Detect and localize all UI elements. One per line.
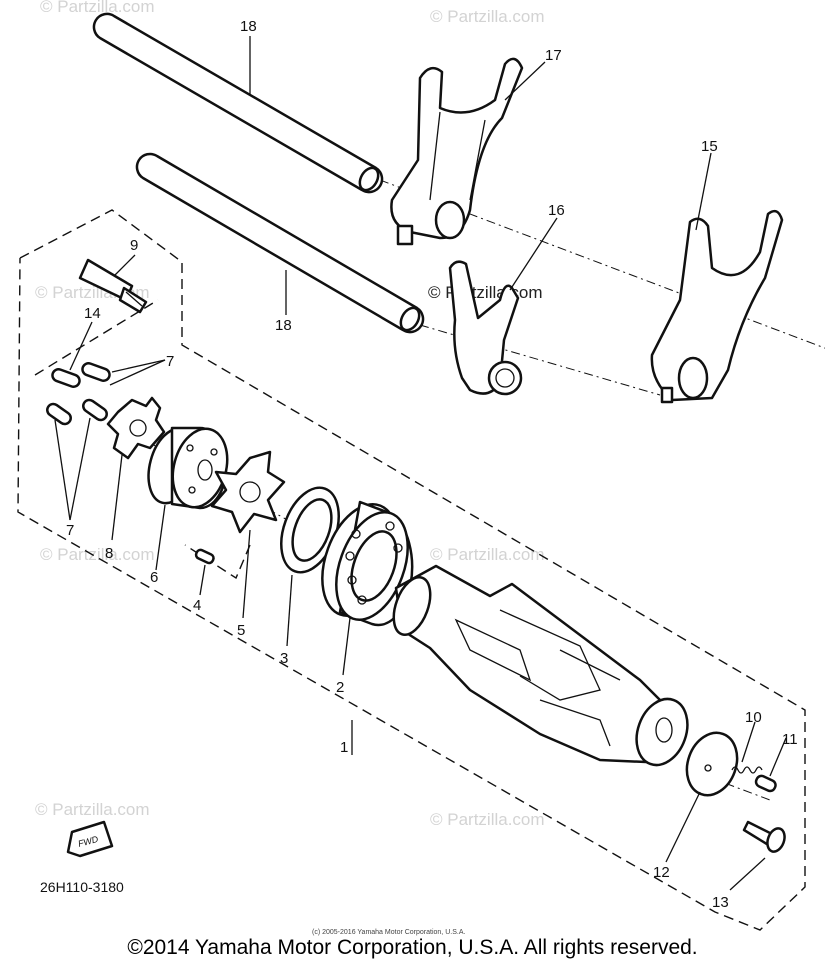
footer-copyright: ©2014 Yamaha Motor Corporation, U.S.A. A… — [127, 936, 698, 959]
callout-3: 3 — [280, 650, 288, 667]
callouts: 1 2 3 4 5 6 7 7 7 8 9 10 11 12 13 14 15 … — [66, 18, 798, 911]
callout-5: 5 — [237, 622, 245, 639]
shift-fork-15 — [650, 209, 784, 404]
watermark: © Partzilla.com — [430, 810, 545, 829]
callout-2: 2 — [336, 679, 344, 696]
guide-bar-lower — [135, 152, 425, 334]
shift-cam-drum-1 — [392, 564, 689, 767]
ring-3 — [280, 486, 340, 574]
spring-10 — [731, 766, 763, 774]
watermark: © Partzilla.com — [430, 545, 545, 564]
shift-fork-17 — [390, 57, 524, 246]
sub-boundary — [34, 299, 159, 376]
callout-11: 11 — [782, 731, 798, 748]
plate-12 — [685, 731, 739, 797]
callout-8: 8 — [105, 545, 113, 562]
callout-18: 18 — [240, 18, 257, 35]
watermark: © Partzilla.com — [35, 800, 150, 819]
callout-6: 6 — [150, 569, 158, 586]
callout-13: 13 — [712, 894, 729, 911]
callout-1: 1 — [340, 739, 348, 756]
diagram-code: 26H110-3180 — [40, 879, 124, 895]
shift-cam-hub-6 — [147, 426, 229, 510]
callout-4: 4 — [193, 597, 201, 614]
callout-18: 18 — [275, 317, 292, 334]
callout-15: 15 — [701, 138, 718, 155]
small-copyright: (c) 2005-2016 Yamaha Motor Corporation, … — [312, 929, 465, 936]
callout-16: 16 — [548, 202, 565, 219]
pin-11 — [754, 774, 777, 793]
callout-9: 9 — [130, 237, 138, 254]
bearing-2 — [321, 500, 414, 627]
watermark: © Partzilla.com — [428, 283, 543, 302]
callout-7: 7 — [166, 353, 174, 370]
bolt-9 — [78, 258, 148, 314]
dowel-pins — [46, 362, 111, 426]
sub-boundary — [184, 544, 251, 580]
callout-12: 12 — [653, 864, 670, 881]
callout-17: 17 — [545, 47, 562, 64]
pin-4 — [194, 548, 215, 565]
watermark: © Partzilla.com — [40, 545, 155, 564]
segment-plate-8 — [106, 396, 166, 460]
watermark: © Partzilla.com — [430, 7, 545, 26]
leader-lines — [54, 36, 787, 891]
star-stopper-5 — [210, 450, 286, 534]
callout-7: 7 — [66, 522, 74, 539]
watermark: © Partzilla.com — [40, 0, 155, 16]
callout-14: 14 — [84, 305, 101, 322]
screw-13 — [742, 820, 786, 853]
shift-fork-16 — [448, 260, 523, 396]
assembly-boundary — [17, 209, 806, 931]
fwd-arrow: FWD — [66, 820, 114, 858]
guide-bar-upper — [92, 12, 384, 194]
callout-10: 10 — [745, 709, 762, 726]
